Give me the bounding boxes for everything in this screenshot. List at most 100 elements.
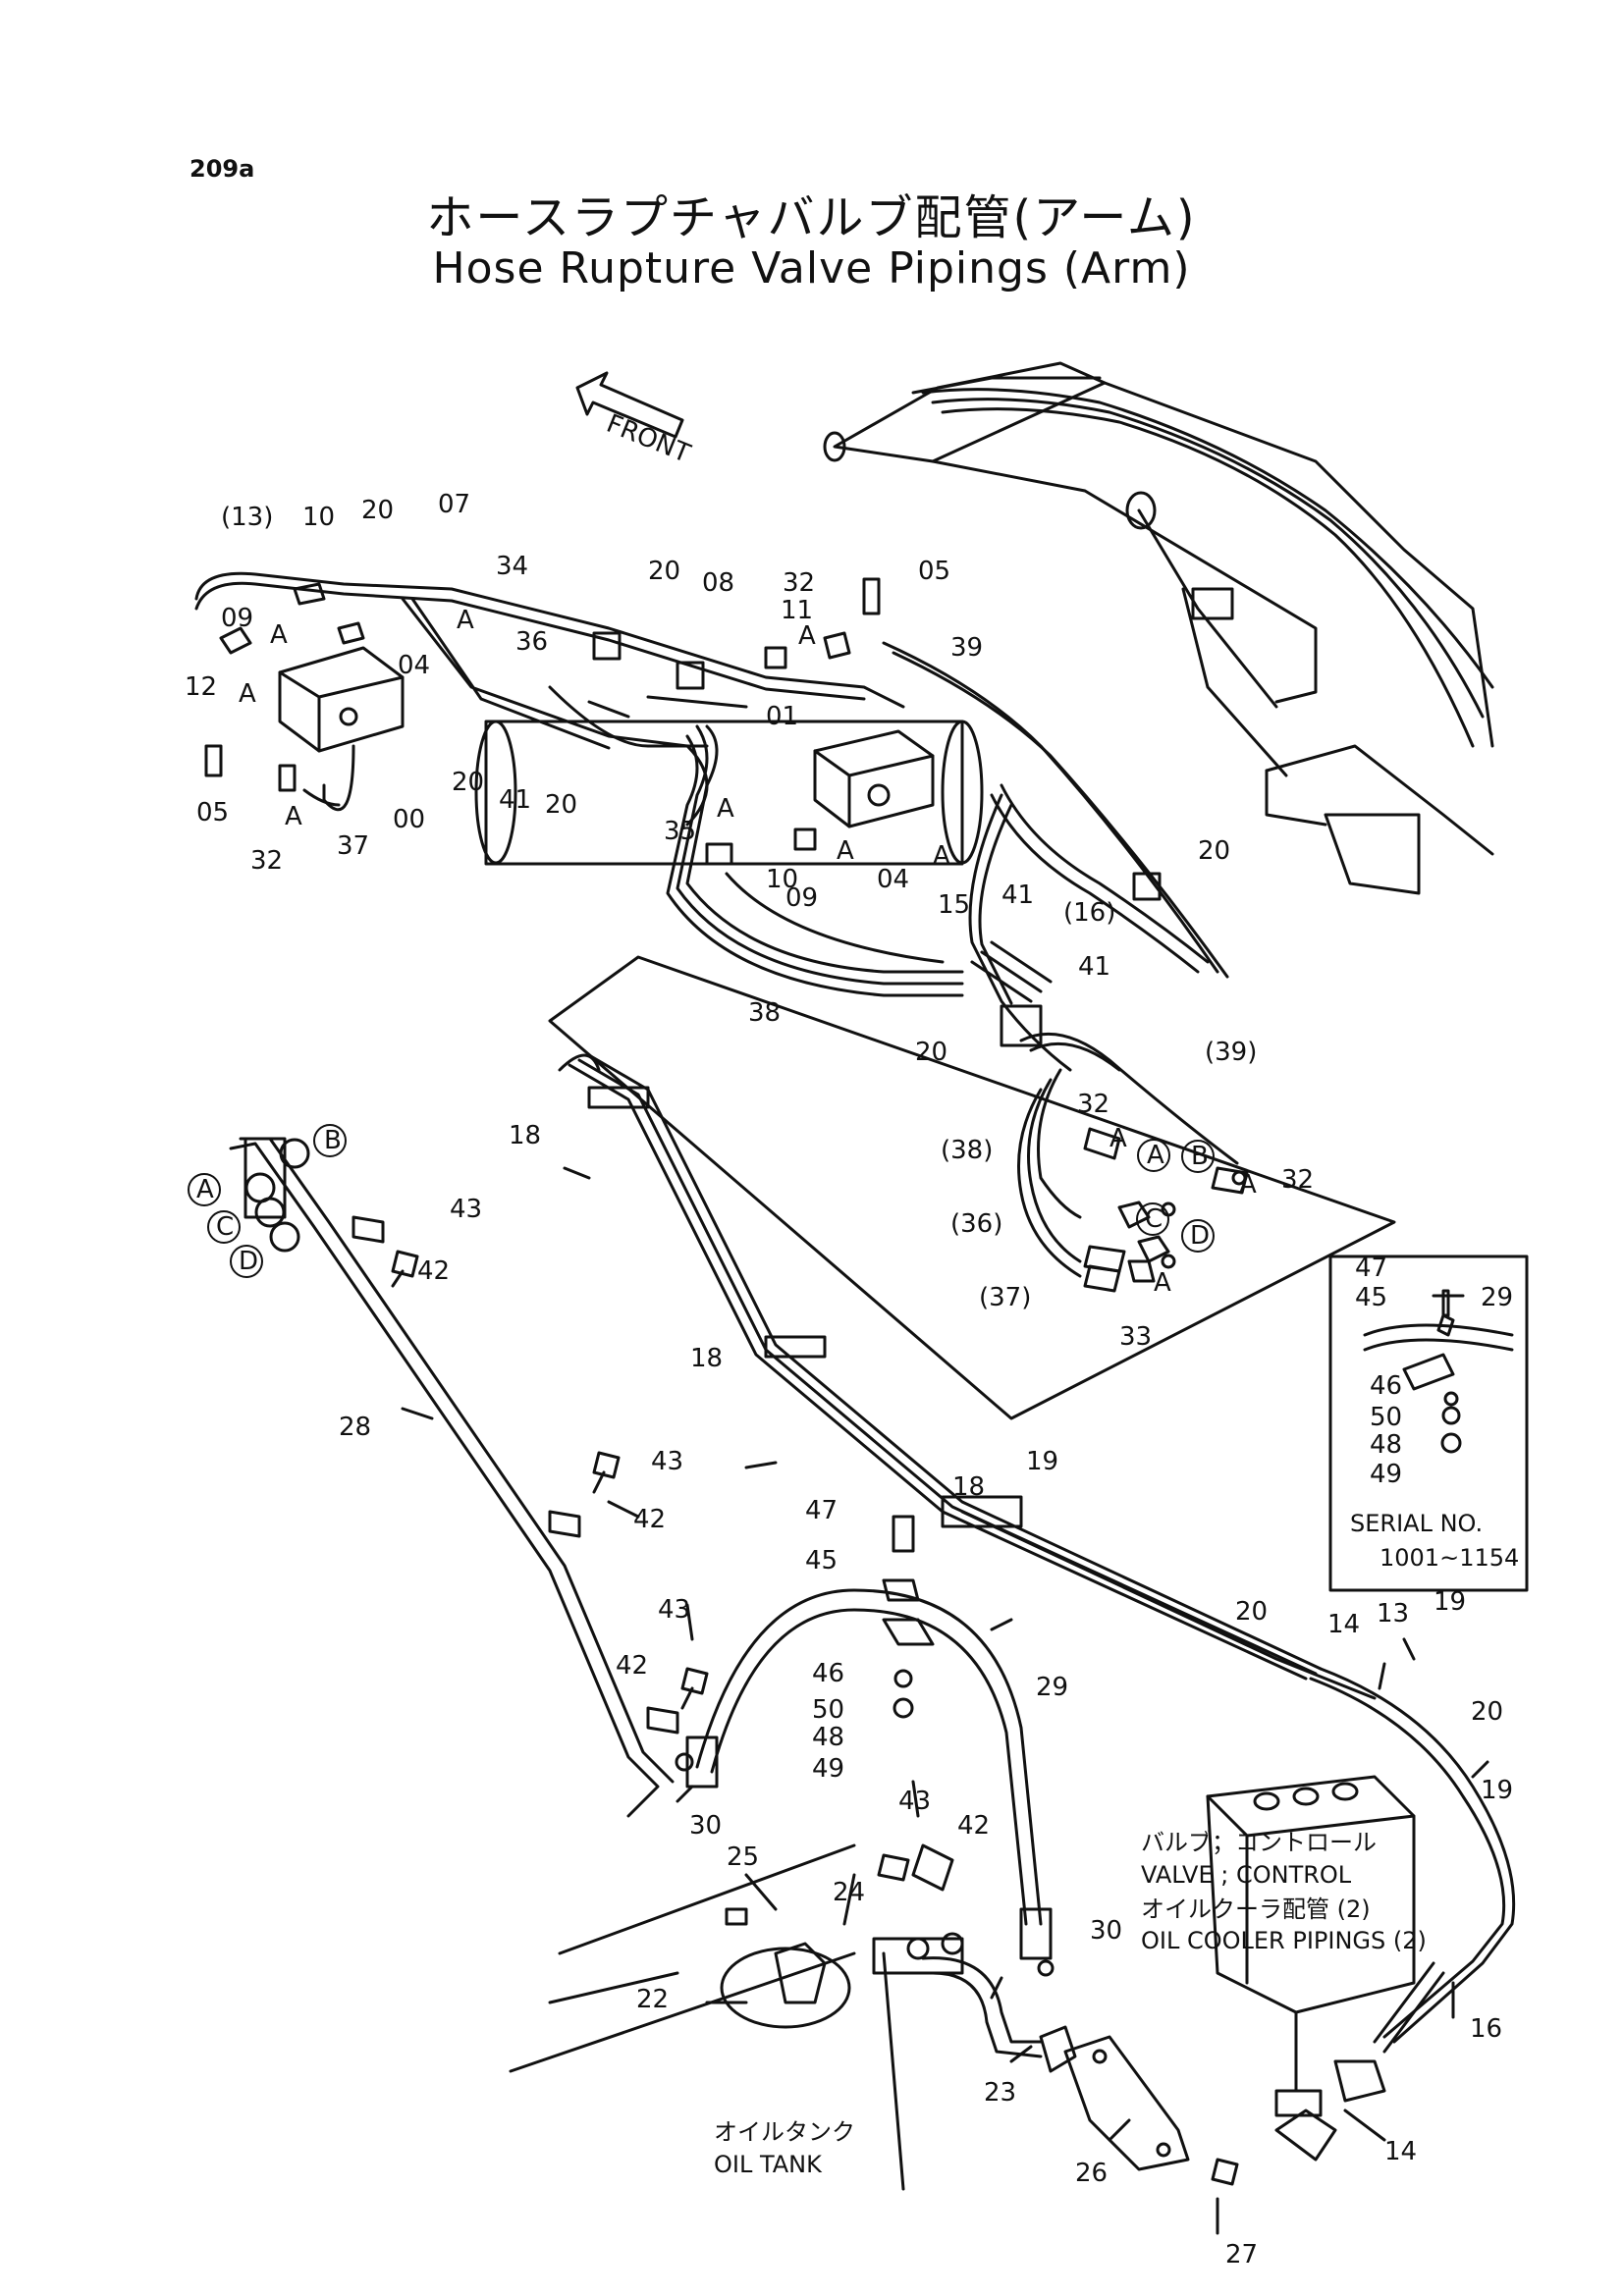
tank-note-en: OIL TANK — [714, 2151, 823, 2178]
callout: 19 — [1026, 1447, 1058, 1476]
callout: 23 — [984, 2078, 1016, 2108]
callout: 20 — [915, 1038, 947, 1067]
callout: A — [239, 679, 256, 709]
callout: 15 — [938, 890, 970, 920]
callout: A — [1239, 1170, 1257, 1200]
upper-left-fittings — [204, 577, 881, 866]
callout: 41 — [1001, 881, 1034, 910]
lower-hose-bundle — [558, 1053, 1516, 2044]
callout: 39 — [950, 633, 983, 663]
callout: 20 — [545, 790, 577, 820]
callout: 47 — [805, 1496, 838, 1525]
callout: 25 — [727, 1842, 759, 1872]
callout: 43 — [651, 1447, 683, 1476]
detail-region-outline — [548, 955, 1396, 1420]
hose-rupture-valve-left — [278, 646, 405, 753]
callout: 45 — [805, 1546, 838, 1575]
callout: 20 — [1198, 836, 1230, 866]
callout: 32 — [1281, 1165, 1314, 1195]
hose-29 — [685, 1588, 1053, 1960]
callout: 36 — [515, 627, 548, 657]
callout: D — [1190, 1221, 1210, 1251]
cooler-note-jp: オイルクーラ配管 (2) — [1141, 1896, 1371, 1923]
callout: A — [196, 1175, 214, 1204]
callout: 20 — [452, 768, 484, 797]
callout: C — [216, 1212, 234, 1242]
callout: 16 — [1470, 2014, 1502, 2044]
control-valve-body — [1206, 1775, 1416, 2117]
callout: 07 — [438, 490, 470, 519]
callout: 20 — [361, 496, 394, 525]
valve-note-jp: バルブ；コントロール — [1141, 1829, 1377, 1856]
callout: 42 — [417, 1256, 450, 1286]
inset-callout: 45 — [1355, 1283, 1387, 1312]
callout: 11 — [781, 596, 813, 625]
callout: D — [239, 1247, 258, 1276]
callout: 46 — [812, 1659, 844, 1688]
callout: (13) — [221, 503, 273, 532]
callout: (16) — [1063, 898, 1115, 928]
inset-callout: 49 — [1370, 1460, 1402, 1489]
oil-tank-outline — [509, 1843, 905, 2191]
callout: 42 — [957, 1811, 990, 1841]
title-english: Hose Rupture Valve Pipings (Arm) — [432, 243, 1191, 294]
serial-inset-box — [1328, 1255, 1529, 1592]
callout: (39) — [1205, 1038, 1257, 1067]
callout: 35 — [664, 817, 696, 846]
callout: 08 — [702, 568, 734, 598]
hose-clamps — [587, 631, 1162, 1047]
detail-connectors — [1083, 1127, 1249, 1293]
callout: 18 — [952, 1472, 985, 1502]
callout: 27 — [1225, 2240, 1258, 2269]
callout: 48 — [812, 1723, 844, 1752]
callout: 10 — [766, 865, 798, 894]
callout: 32 — [1077, 1090, 1109, 1119]
callout: 26 — [1075, 2159, 1108, 2188]
callout: (36) — [950, 1209, 1002, 1239]
callout: 09 — [221, 604, 253, 633]
leader-lines — [401, 1166, 1489, 2235]
callout: 20 — [1235, 1597, 1268, 1627]
callout: 09 — [785, 883, 818, 913]
callout: A — [717, 794, 734, 824]
callout: 04 — [398, 651, 430, 680]
callout: 00 — [393, 805, 425, 834]
bolts-and-clamps — [352, 1215, 1239, 2186]
inset-callout: 46 — [1370, 1371, 1402, 1401]
lower-right-fittings — [1274, 1961, 1445, 2162]
callout: B — [324, 1126, 342, 1155]
callout: 01 — [766, 702, 798, 731]
valve-note-en: VALVE ; CONTROL — [1141, 1861, 1352, 1889]
callout: 24 — [833, 1878, 865, 1907]
callout: A — [798, 621, 816, 651]
callout: 34 — [496, 552, 528, 581]
callout: 43 — [450, 1195, 482, 1224]
callout: 13 — [1377, 1599, 1409, 1629]
callout: 18 — [690, 1344, 723, 1373]
serial-inset-labels: 47 45 29 46 50 48 49 SERIAL NO. 1001~115… — [1350, 1254, 1519, 1572]
tank-note-jp: オイルタンク — [714, 2118, 855, 2146]
inset-callout: 48 — [1370, 1430, 1402, 1460]
inset-callout: 47 — [1355, 1254, 1387, 1283]
callout: 18 — [509, 1121, 541, 1150]
arm-boom-assembly — [823, 361, 1494, 895]
serial-number-label: SERIAL NO. — [1350, 1510, 1483, 1537]
callout: 50 — [812, 1695, 844, 1725]
callout: 14 — [1327, 1610, 1360, 1639]
callout: 43 — [658, 1595, 690, 1625]
callout: 33 — [1119, 1322, 1152, 1352]
front-arrow-icon — [575, 371, 684, 439]
callout: A — [270, 620, 288, 650]
callout: A — [1109, 1124, 1127, 1153]
callout: (38) — [941, 1136, 993, 1165]
callout: (37) — [979, 1283, 1031, 1312]
callout: C — [1145, 1204, 1163, 1234]
callout: 12 — [185, 672, 217, 702]
callout: 10 — [302, 503, 335, 532]
callout: A — [457, 606, 474, 635]
callout: 32 — [783, 568, 815, 598]
upper-hoses — [194, 571, 1239, 1278]
callout: 30 — [1090, 1916, 1122, 1946]
serial-number-range: 1001~1154 — [1380, 1544, 1519, 1572]
